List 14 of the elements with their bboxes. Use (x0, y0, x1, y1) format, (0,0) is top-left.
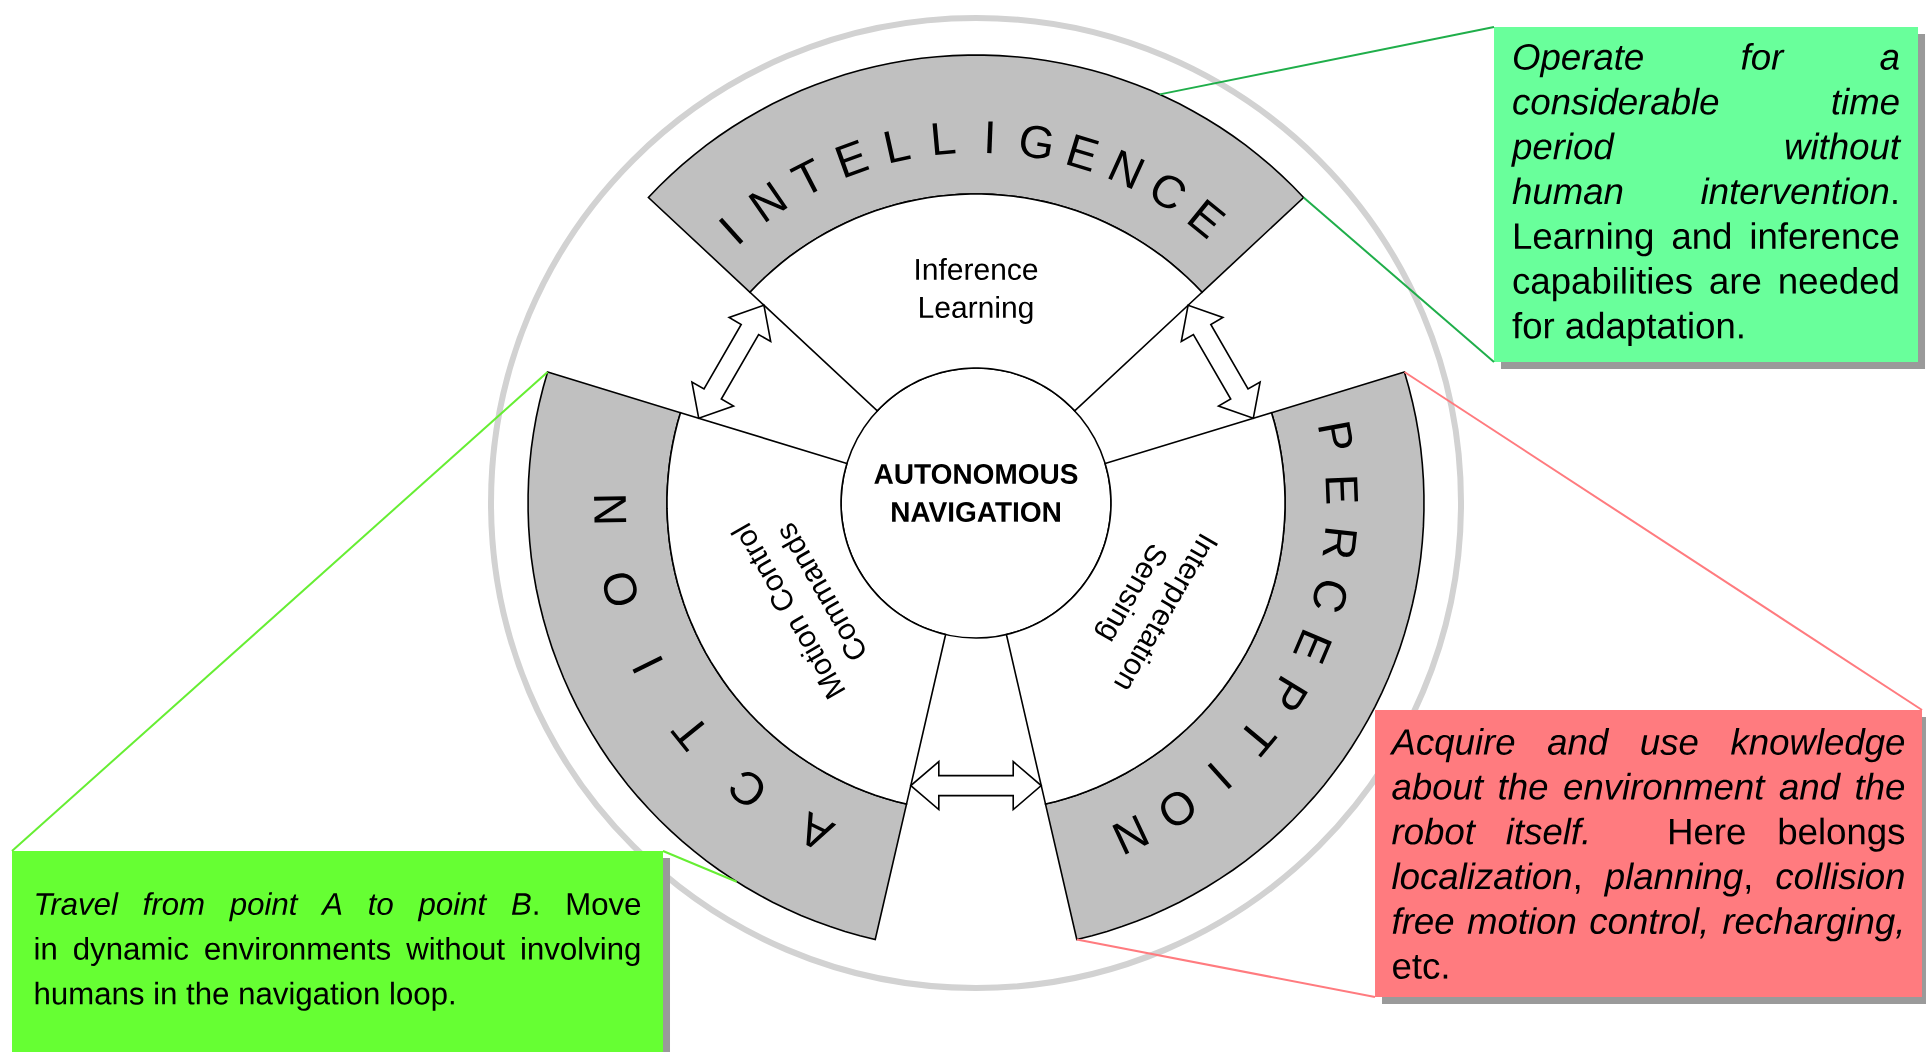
segment-text: Inference Learning (916, 258, 1038, 324)
leader-line (1158, 26, 1495, 96)
callout-box: Acquire and use knowledge about the environment and the robot itself. Here belongs localization, planning, collision free motion control, recharging, etc. (1375, 710, 1926, 1004)
callout-box: Operate for a considerable time period without human intervention. Learning and inference capabilities are needed for adaptation. (1494, 27, 1925, 369)
double-arrow (1180, 304, 1262, 420)
double-arrow (690, 304, 772, 420)
leader-line (662, 850, 738, 883)
leader-line (11, 371, 549, 852)
ring-segment (647, 54, 1305, 412)
leader-line (1403, 371, 1923, 711)
leader-line (1302, 196, 1495, 363)
curved-heading: INTELLIGENCE (718, 121, 1226, 245)
callout-box: Travel from point A to point B. Move in dynamic environments without involving humans in the navigation loop. (12, 851, 670, 1052)
leader-line (1075, 938, 1376, 998)
